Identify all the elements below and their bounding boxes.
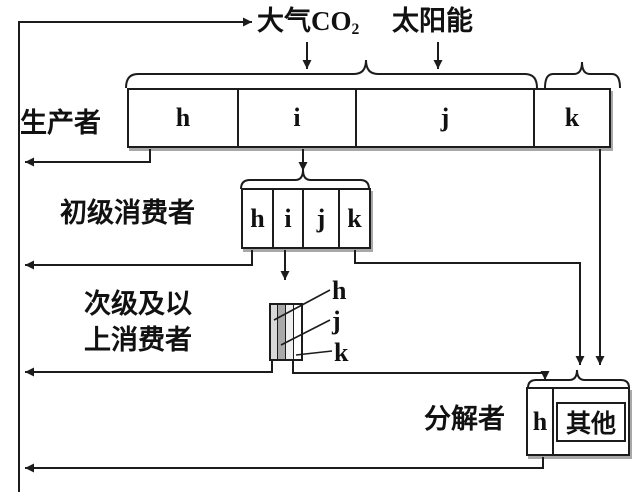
producers-box: h i j k (127, 88, 611, 148)
secondary-strip-4 (294, 305, 301, 359)
primary-cell-h: h (243, 190, 274, 247)
decomposers-box: h 其他 (526, 387, 630, 456)
secondary-callout-k: k (334, 338, 349, 367)
decomposers-cell-other: 其他 (554, 389, 628, 454)
decomposers-cell-h: h (528, 389, 554, 454)
secondary-strip-3 (286, 305, 294, 359)
primary-consumers-box: h i j k (241, 188, 371, 249)
atmospheric-co2-label: 大气CO2 (257, 8, 359, 38)
flow-primary-h-return (25, 250, 253, 270)
producers-cell-h: h (129, 90, 239, 146)
brace-producers-k (544, 61, 621, 89)
brace-primary-consumers (240, 169, 370, 190)
secondary-label-line1: 次级及以 (84, 289, 192, 319)
producers-cell-k: k (564, 103, 580, 132)
secondary-label-line2: 上消费者 (84, 325, 192, 355)
secondary-callout-j: j (332, 306, 341, 335)
flow-producer-h-return (25, 149, 151, 167)
producers-cell-i: i (239, 90, 357, 146)
decomposers-label: 分解者 (424, 404, 505, 434)
secondary-strip-2 (278, 305, 286, 359)
flow-secondary-to-decomposers (292, 361, 550, 380)
flow-decomposer-return (25, 457, 544, 473)
flow-primary-k-to-decomposers (354, 250, 585, 365)
brace-decomposers (527, 369, 630, 389)
primary-cell-i: i (274, 190, 304, 247)
solar-energy-label: 太阳能 (392, 6, 473, 36)
flow-secondary-return (25, 361, 273, 377)
decomposers-other-inner-box: 其他 (556, 401, 626, 442)
co2-subscript: 2 (351, 20, 360, 38)
secondary-callout-h: h (332, 276, 347, 305)
secondary-consumers-box (269, 303, 303, 361)
producers-label: 生产者 (20, 108, 101, 138)
primary-cell-k: k (347, 203, 362, 233)
co2-text: 大气CO (257, 6, 352, 36)
brace-producers-hij (125, 59, 538, 89)
secondary-strip-1 (271, 305, 278, 359)
primary-consumers-label: 初级消费者 (60, 198, 195, 228)
secondary-consumers-label: 次级及以 上消费者 (84, 286, 192, 358)
producers-cell-j: j (357, 90, 535, 146)
primary-cell-j: j (304, 190, 340, 247)
